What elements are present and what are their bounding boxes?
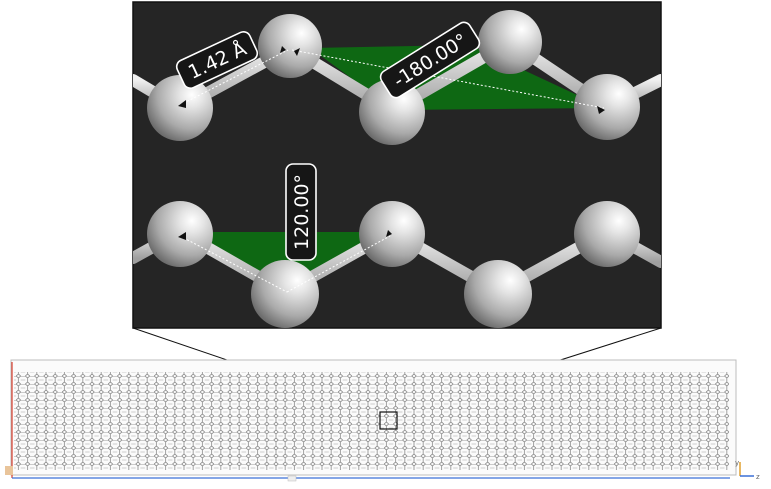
- bond-length-line: [179, 49, 289, 106]
- dihedral-label-box: [379, 21, 481, 99]
- arrow-head: [178, 100, 186, 108]
- triad-y-label: y: [735, 459, 739, 467]
- zoom-view: 1.42 Å -180.00° 120.00°: [132, 1, 662, 329]
- arrow-heads: [178, 46, 605, 240]
- carbon-atom: [147, 75, 213, 141]
- carbon-atom: [574, 74, 640, 140]
- zoom-region-box: [379, 411, 398, 430]
- bond-angle-label-box: [285, 163, 317, 261]
- arrow-head: [597, 106, 605, 114]
- atoms: [147, 10, 640, 328]
- carbon-atom: [147, 201, 213, 267]
- triad-z-label: z: [756, 473, 760, 481]
- angle-line: [286, 235, 391, 293]
- carbon-atom: [478, 10, 542, 74]
- axis-marker: [287, 475, 297, 482]
- bond-angle-label: 120.00°: [285, 163, 317, 261]
- graphene-sheet: [14, 372, 729, 470]
- axis-origin-marker: [5, 466, 13, 475]
- carbon-atom: [574, 201, 640, 267]
- dihedral-line: [291, 49, 605, 109]
- bond-length-label: 1.42 Å: [175, 31, 259, 89]
- carbon-atom: [464, 260, 532, 328]
- orientation-triad: y z: [735, 459, 760, 481]
- overview-view: y z: [5, 359, 760, 482]
- arrow-head: [280, 46, 286, 53]
- measurement-lines: [179, 49, 605, 293]
- arrow-head: [386, 230, 392, 237]
- bond-length-label-box: [175, 31, 259, 89]
- carbon-atom: [251, 260, 319, 328]
- bond-angle-text: 120.00°: [291, 174, 313, 250]
- carbon-atom: [359, 79, 425, 145]
- arrow-head: [178, 232, 186, 240]
- arrow-head: [294, 48, 300, 56]
- carbon-atom: [258, 14, 322, 78]
- angle-line: [179, 235, 288, 293]
